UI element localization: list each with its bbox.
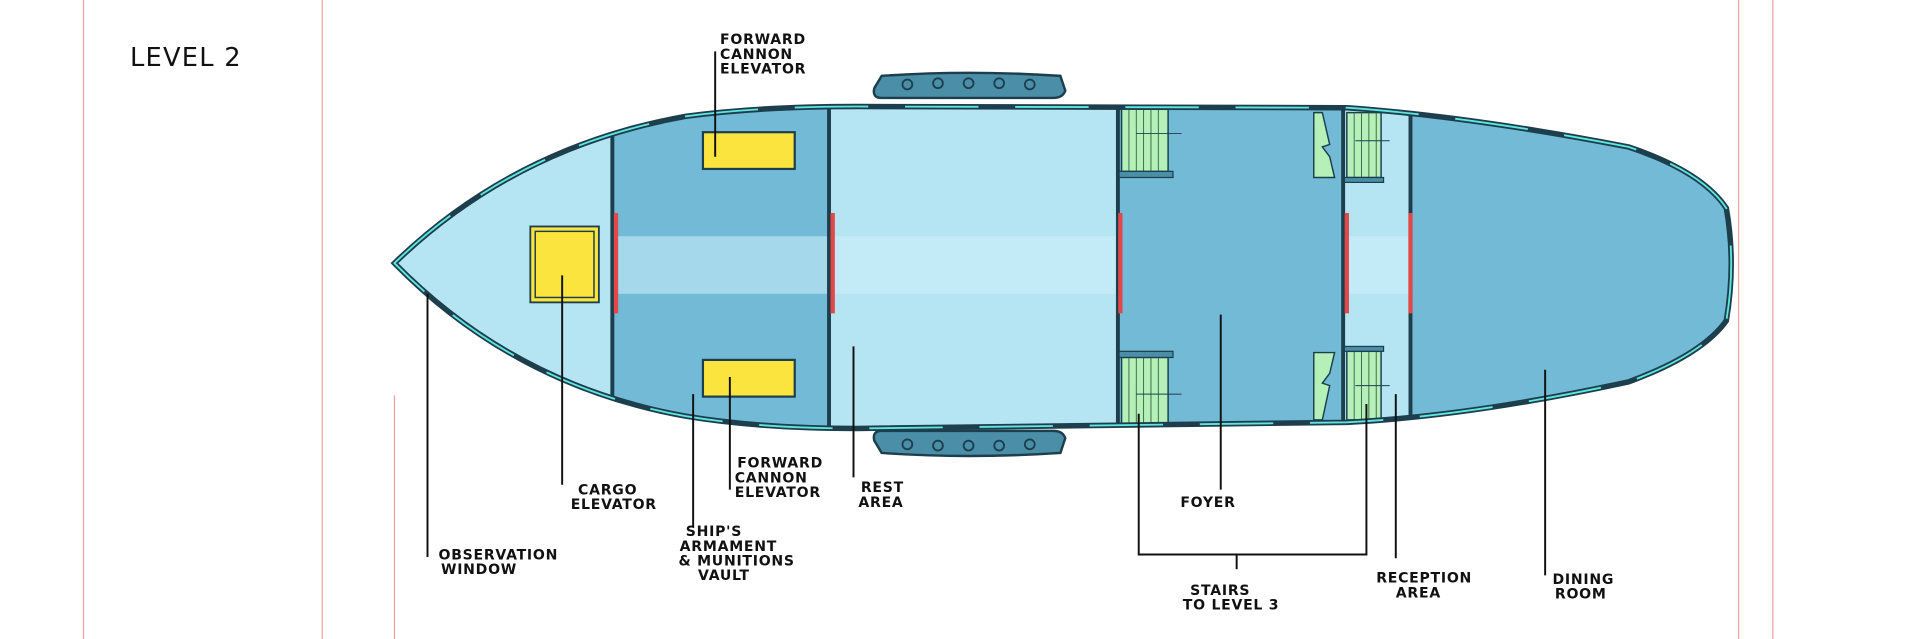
forward-cannon-elevator-bottom: [701, 358, 796, 398]
label-observation-window: OBSERVATION WINDOW: [439, 547, 564, 578]
leader-lines: [426, 51, 1547, 576]
label-cargo-elevator: CARGO ELEVATOR: [571, 483, 657, 514]
label-stairs: STAIRS TO LEVEL 3: [1183, 583, 1280, 614]
staircase: [1346, 111, 1382, 179]
cargo-elevator: [529, 225, 600, 304]
porthole-icon: [901, 78, 914, 91]
corridor: [829, 236, 1118, 294]
corridor: [612, 236, 830, 294]
stairs-to-level-3: [1118, 106, 1390, 427]
side-pod-top: [872, 71, 1067, 100]
label-dining-room: DINING ROOM: [1552, 572, 1619, 603]
porthole-icon: [962, 77, 975, 90]
label-reception-area: RECEPTION AREA: [1376, 571, 1477, 602]
porthole-icon: [901, 438, 914, 451]
level-title: LEVEL 2: [130, 43, 242, 73]
label-forward-cannon-elevator-bottom: FORWARD CANNON ELEVATOR: [735, 456, 829, 501]
corridor: [1343, 236, 1411, 294]
forward-cannon-elevator-top: [701, 131, 796, 171]
porthole-icon: [993, 439, 1005, 452]
porthole-icon: [962, 439, 975, 452]
side-pod-bottom: [872, 429, 1067, 458]
label-foyer: FOYER: [1180, 495, 1235, 511]
porthole-icon: [993, 77, 1005, 90]
porthole-icon: [932, 77, 944, 90]
staircase: [1313, 351, 1336, 421]
label-armament-vault: SHIP'S ARMAMENT & MUNITIONS VAULT: [678, 524, 800, 584]
label-forward-cannon-elevator-top: FORWARD CANNON ELEVATOR: [720, 32, 811, 77]
porthole-icon: [1023, 438, 1036, 451]
porthole-icon: [1023, 78, 1036, 91]
label-rest-area: REST AREA: [858, 480, 909, 511]
margin-guides: [82, 0, 1774, 639]
staircase: [1313, 111, 1336, 179]
observation-windows: [393, 105, 1733, 430]
porthole-icon: [932, 439, 944, 452]
